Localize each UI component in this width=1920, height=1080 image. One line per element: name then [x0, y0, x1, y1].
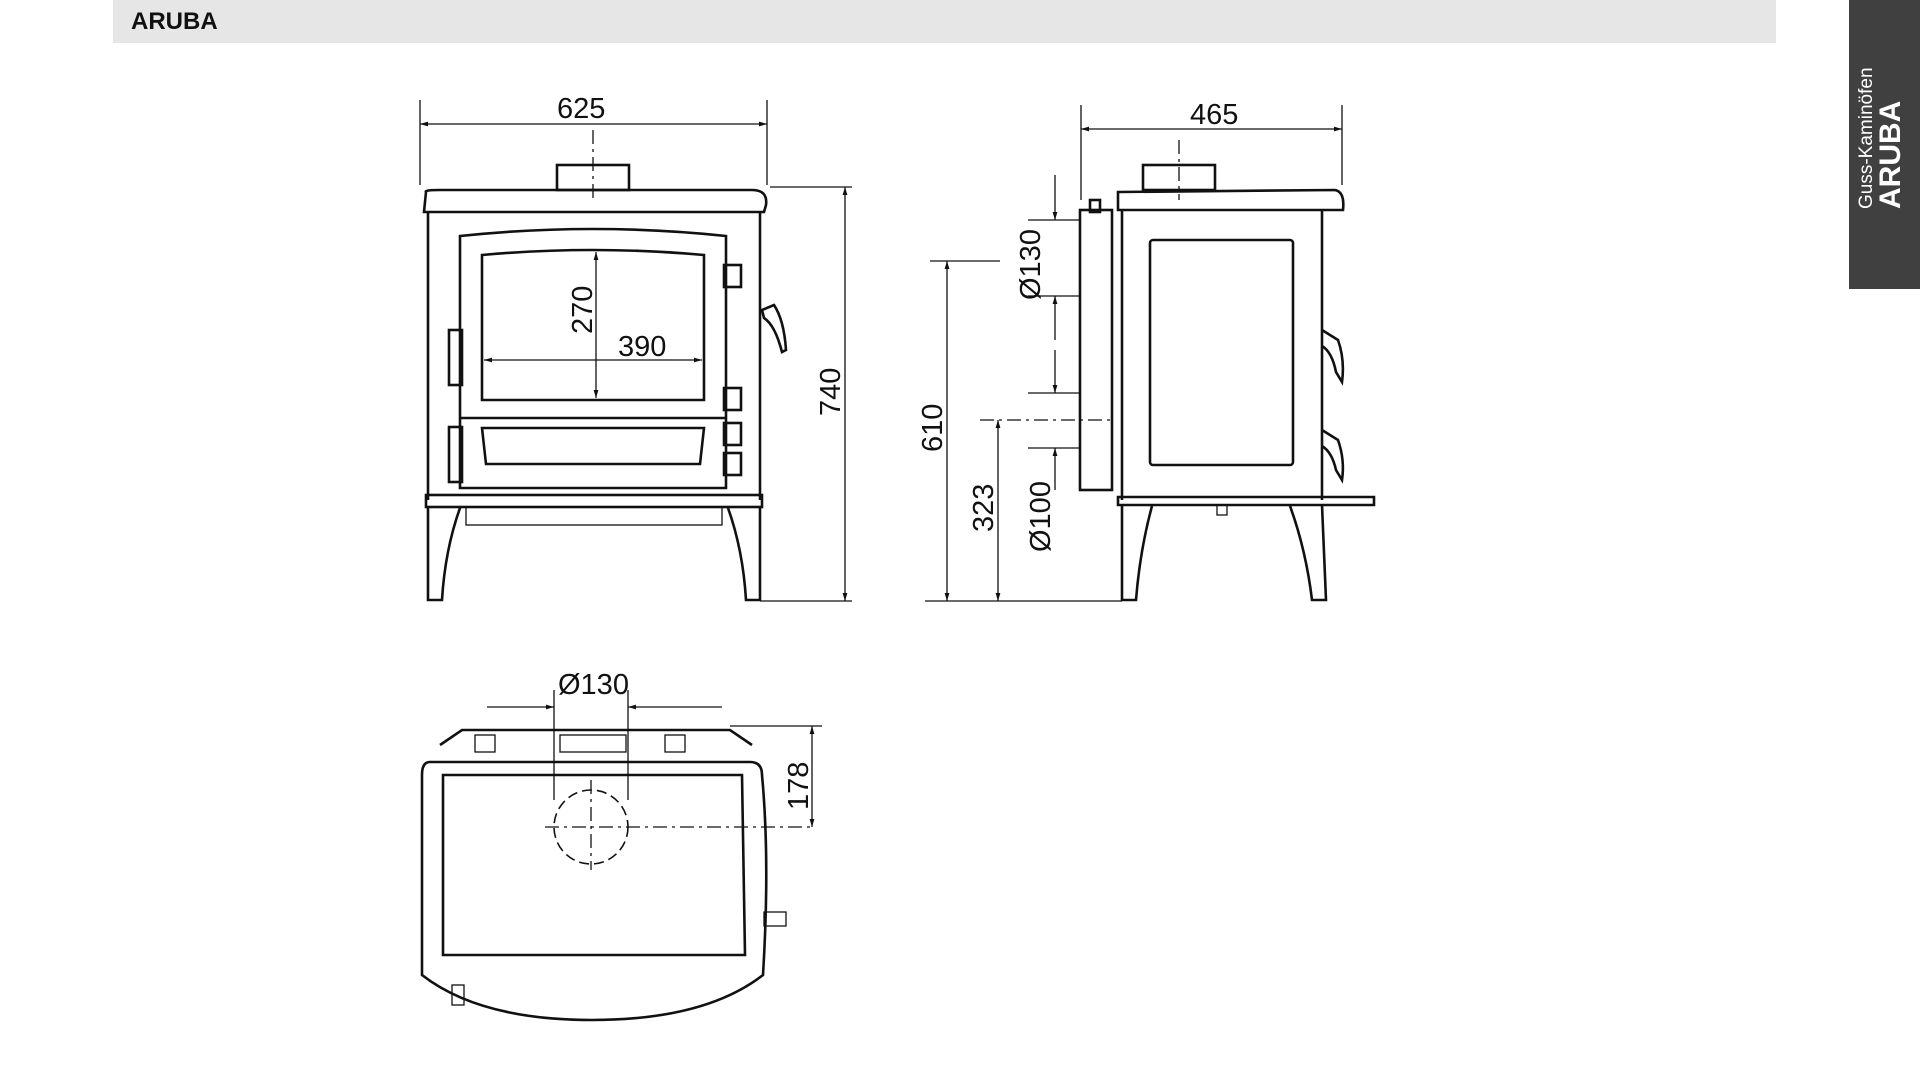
flue-top-height-label: 610 [917, 404, 949, 452]
top-flue-diameter-label: Ø130 [558, 669, 629, 701]
front-width-label: 625 [557, 93, 605, 125]
side-depth-label: 465 [1190, 99, 1238, 131]
window-height-label: 270 [567, 286, 599, 334]
side-view: 465 Ø130 Ø100 610 323 [917, 99, 1376, 602]
title-bar: ARUBA [113, 0, 1776, 43]
top-view: Ø130 178 [420, 669, 822, 1022]
flue-rear-height-label: 323 [968, 484, 1000, 532]
front-view: 390 270 625 740 [419, 93, 852, 602]
page-title: ARUBA [131, 8, 218, 35]
window-width-label: 390 [618, 331, 666, 363]
air-inlet-diameter-label: Ø100 [1025, 481, 1057, 552]
flue-offset-label: 178 [783, 762, 815, 810]
total-height-label: 740 [815, 368, 847, 416]
side-tab: Guss-Kaminöfen ARUBA [1849, 0, 1920, 289]
flue-diameter-label: Ø130 [1015, 229, 1047, 300]
